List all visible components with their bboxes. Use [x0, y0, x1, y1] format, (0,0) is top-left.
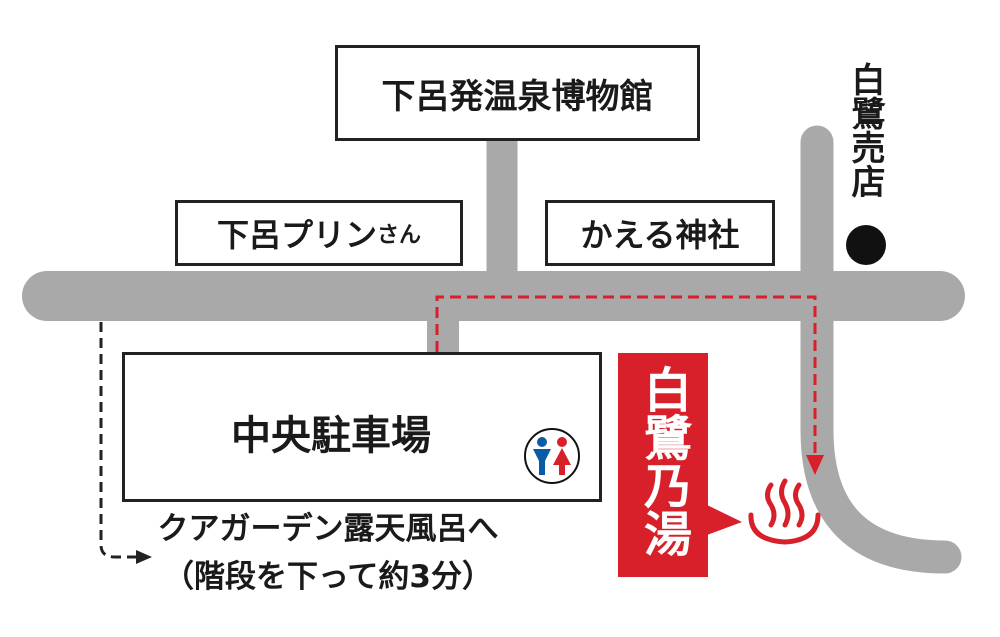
kuagarden-arrow-icon — [136, 550, 152, 564]
route-to-destination — [435, 295, 817, 462]
right-road — [800, 125, 962, 574]
route-arrow-icon — [806, 455, 824, 475]
destination-label: 白鷺乃湯 — [635, 365, 691, 557]
route-note-line2: （階段を下って約3分） — [162, 559, 494, 595]
shop-label: 白鷺売店 — [845, 62, 885, 198]
route-to-kuagarden — [99, 322, 138, 559]
parking-label: 中央駐車場 — [231, 413, 431, 459]
restroom-icon — [524, 428, 580, 484]
museum-label: 下呂発温泉博物館 — [381, 76, 654, 117]
museum-box: 下呂発温泉博物館 — [335, 45, 700, 141]
shop-dot-icon — [846, 225, 886, 265]
purin-suffix: さん — [377, 223, 422, 248]
hot-spring-icon — [748, 478, 821, 545]
route-note: クアガーデン露天風呂へ （階段を下って約3分） — [128, 505, 528, 601]
route-note-line1: クアガーデン露天風呂へ — [157, 511, 499, 547]
purin-box: 下呂プリンさん — [175, 200, 463, 266]
shrine-label: かえる神社 — [580, 216, 740, 254]
purin-label: 下呂プリン — [216, 216, 377, 254]
destination-pointer — [707, 505, 742, 535]
shrine-box: かえる神社 — [545, 200, 775, 266]
destination-label-box: 白鷺乃湯 — [618, 353, 708, 577]
parking-box: 中央駐車場 — [122, 352, 602, 502]
